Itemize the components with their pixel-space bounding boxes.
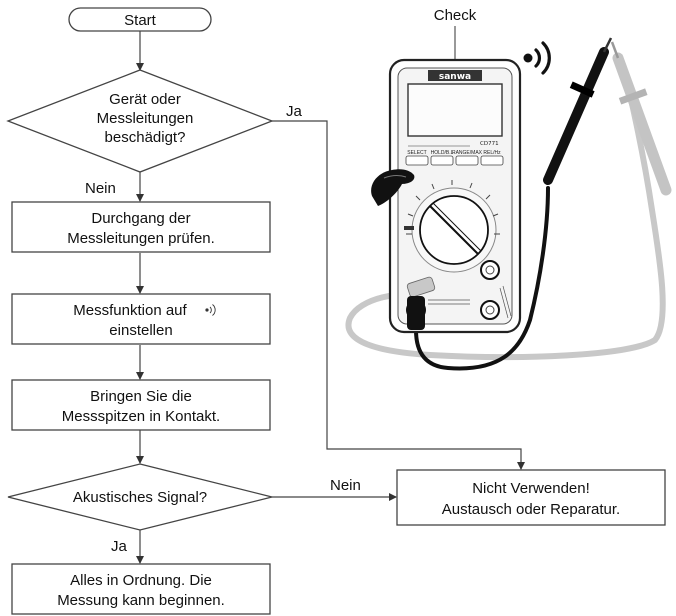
red-probe [612, 52, 672, 196]
ok-line2: Messung kann beginnen. [57, 592, 225, 609]
model-label: CD771 [480, 141, 499, 147]
black-plug [407, 296, 425, 330]
decision1-line1: Gerät oder [109, 91, 181, 108]
select-button[interactable] [405, 155, 429, 166]
sound-icon [205, 304, 216, 316]
black-probe-tip [602, 37, 613, 53]
decision-damaged: Gerät oder Messleitungen beschädigt? [6, 69, 274, 173]
brand-plate [428, 70, 482, 81]
step1-line1: Durchgang der [91, 210, 190, 227]
red-probe-guard [618, 88, 648, 105]
decision1-line3: beschädigt? [105, 129, 186, 146]
rel-button[interactable] [480, 155, 504, 166]
step-contact-probes: Bringen Sie die Messspitzen in Kontakt. [11, 379, 271, 431]
fail-line2: Austausch oder Reparatur. [442, 501, 620, 518]
step2-line1: Messfunktion auf [73, 302, 187, 319]
black-probe [543, 47, 609, 185]
beep-icon [523, 41, 551, 75]
box-all-ok: Alles in Ordnung. Die Messung kann begin… [11, 563, 271, 615]
step3-line1: Bringen Sie die [90, 388, 192, 405]
select-button-label: SELECT [407, 150, 426, 156]
range-button[interactable] [455, 155, 479, 166]
arrow-yes1-to-fail [272, 120, 525, 470]
no1-label: Nein [85, 180, 116, 197]
ok-line1: Alles in Ordnung. Die [70, 572, 212, 589]
step-set-function: Messfunktion auf einstellen [11, 293, 271, 345]
brand-label: sanwa [439, 72, 471, 82]
dial-pointer [429, 205, 479, 255]
yes2-label: Ja [111, 538, 128, 555]
box-do-not-use: Nicht Verwenden! Austausch oder Reparatu… [396, 469, 666, 526]
red-probe-tip [610, 41, 620, 59]
finger-icon [371, 169, 415, 206]
fail-line1: Nicht Verwenden! [472, 480, 590, 497]
yes1-label: Ja [286, 103, 303, 120]
decision1-line2: Messleitungen [97, 110, 194, 127]
black-probe-guard [569, 81, 595, 98]
lcd-display [407, 83, 503, 137]
rel-button-label: REL/Hz [483, 150, 501, 156]
black-test-lead-cable [414, 186, 550, 371]
check-label: Check [434, 7, 477, 24]
step1-line2: Messleitungen prüfen. [67, 230, 215, 247]
hold-button[interactable] [430, 155, 454, 166]
hold-button-label: HOLD/B.L [431, 150, 454, 156]
start-terminal: Start [68, 7, 212, 32]
range-button-label: RANGE/MAX [452, 150, 483, 156]
start-label: Start [124, 12, 157, 29]
no2-label: Nein [330, 477, 361, 494]
step3-line2: Messspitzen in Kontakt. [62, 408, 220, 425]
dial-position-marks [406, 180, 500, 235]
connectors [136, 31, 525, 564]
step2-line2: einstellen [109, 322, 172, 339]
red-plug [406, 276, 436, 298]
multimeter: sanwa CD771 SELECT HOLD/B.L RANGE/MAX RE… [371, 58, 522, 334]
decision2-label: Akustisches Signal? [73, 489, 207, 506]
step-check-continuity: Durchgang der Messleitungen prüfen. [11, 201, 271, 253]
button-row: SELECT HOLD/B.L RANGE/MAX REL/Hz [405, 150, 504, 166]
decision-signal: Akustisches Signal? [7, 463, 273, 531]
red-test-lead-cable [345, 92, 666, 361]
